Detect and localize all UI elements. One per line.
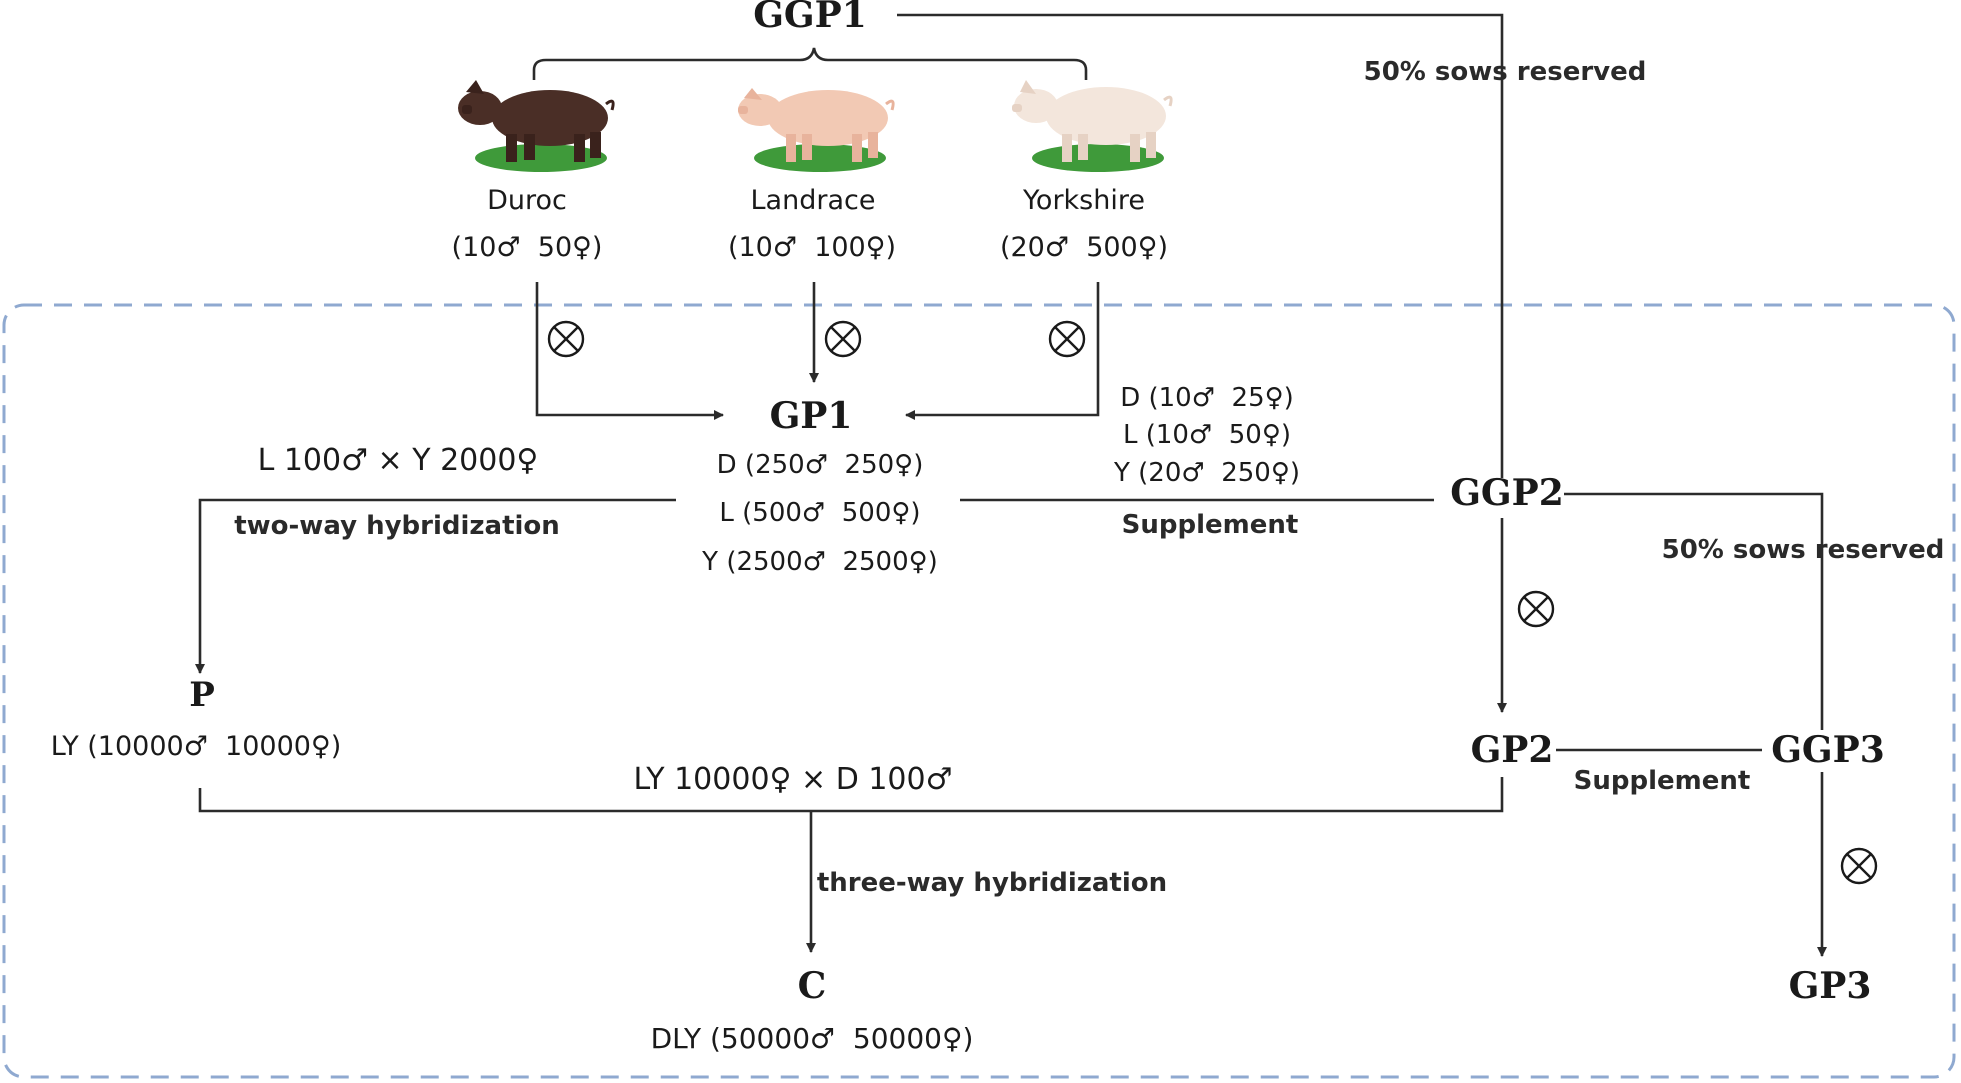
node-ggp1: GGP1 bbox=[753, 0, 867, 36]
node-p: P bbox=[189, 675, 215, 715]
breed-name-duroc: Duroc bbox=[487, 185, 567, 216]
breed-count-yorkshire: (20♂ 500♀) bbox=[1000, 232, 1168, 263]
p-gp2-join-line bbox=[198, 777, 1504, 813]
self-cross-icon bbox=[1048, 320, 1086, 358]
breed-name-yorkshire: Yorkshire bbox=[1022, 185, 1145, 216]
c-count: DLY (50000♂ 50000♀) bbox=[651, 1022, 974, 1055]
supplement-line-y: Y (20♂ 250♀) bbox=[1113, 458, 1300, 488]
node-ggp3: GGP3 bbox=[1771, 729, 1885, 771]
self-cross-icon bbox=[824, 320, 862, 358]
node-gp2: GP2 bbox=[1471, 729, 1554, 771]
node-gp3: GP3 bbox=[1789, 965, 1872, 1007]
self-cross-icon bbox=[547, 320, 585, 358]
yorkshire-to-gp1-arrow bbox=[905, 282, 1100, 420]
node-ggp2: GGP2 bbox=[1450, 472, 1564, 514]
node-c: C bbox=[798, 965, 827, 1007]
supplement-line-l: L (10♂ 50♀) bbox=[1123, 420, 1291, 450]
gp1-line-y: Y (2500♂ 2500♀) bbox=[701, 547, 938, 577]
cross-formula-dly: LY 10000♀ × D 100♂ bbox=[634, 762, 953, 797]
breed-group-brace bbox=[532, 47, 1088, 80]
self-cross-icon bbox=[1840, 847, 1878, 885]
supplement-label-2: Supplement bbox=[1574, 766, 1751, 796]
landrace-pig-image bbox=[738, 88, 895, 172]
duroc-to-gp1-arrow bbox=[535, 282, 724, 420]
duroc-pig-image bbox=[458, 80, 615, 172]
sows-reserved-label-1: 50% sows reserved bbox=[1364, 57, 1647, 87]
p-count: LY (10000♂ 10000♀) bbox=[51, 731, 342, 762]
three-way-hybridization-label: three-way hybridization bbox=[817, 868, 1167, 898]
self-cross-icon bbox=[1517, 590, 1555, 628]
gp1-to-p-arrow bbox=[195, 498, 676, 674]
dashed-region-border bbox=[2, 303, 1956, 1079]
cross-formula-ly: L 100♂ × Y 2000♀ bbox=[258, 443, 539, 478]
breed-count-duroc: (10♂ 50♀) bbox=[452, 232, 603, 263]
gp1-line-l: L (500♂ 500♀) bbox=[719, 498, 920, 528]
sows-reserved-label-2: 50% sows reserved bbox=[1662, 535, 1945, 565]
ggp2-to-ggp3-line bbox=[1564, 492, 1824, 730]
ggp1-to-ggp2-line bbox=[897, 13, 1504, 478]
breed-count-landrace: (10♂ 100♀) bbox=[728, 232, 896, 263]
node-gp1: GP1 bbox=[770, 395, 853, 437]
supplement-line-d: D (10♂ 25♀) bbox=[1120, 383, 1294, 413]
breed-name-landrace: Landrace bbox=[751, 185, 876, 216]
two-way-hybridization-label: two-way hybridization bbox=[234, 511, 560, 541]
yorkshire-pig-image bbox=[1012, 80, 1173, 172]
gp1-line-d: D (250♂ 250♀) bbox=[717, 450, 924, 480]
supplement-label-1: Supplement bbox=[1122, 510, 1299, 540]
